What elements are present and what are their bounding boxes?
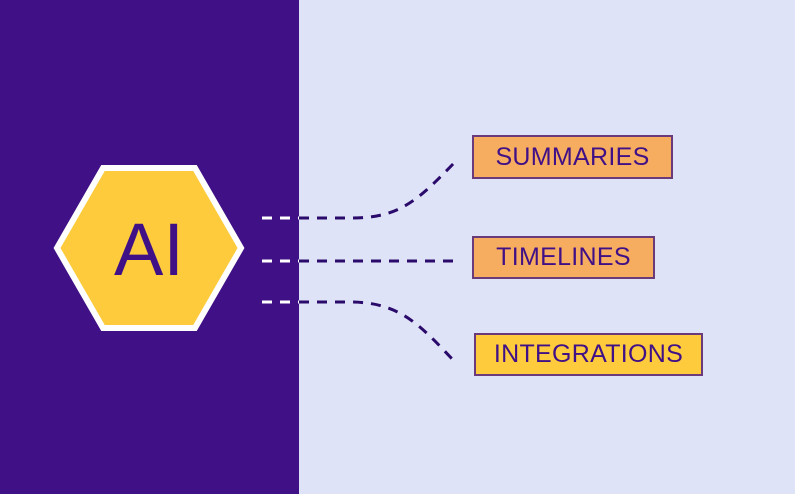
node-integrations-label: INTEGRATIONS (493, 340, 684, 368)
node-timelines[interactable]: TIMELINES (472, 236, 655, 279)
hub-label: AI (114, 208, 184, 291)
ai-hub-hexagon[interactable]: AI (52, 162, 246, 334)
node-integrations[interactable]: INTEGRATIONS (474, 333, 703, 376)
node-timelines-label: TIMELINES (496, 243, 631, 271)
hexagon-shape (53, 165, 245, 331)
node-summaries-label: SUMMARIES (495, 142, 650, 171)
node-summaries[interactable]: SUMMARIES (472, 135, 673, 179)
